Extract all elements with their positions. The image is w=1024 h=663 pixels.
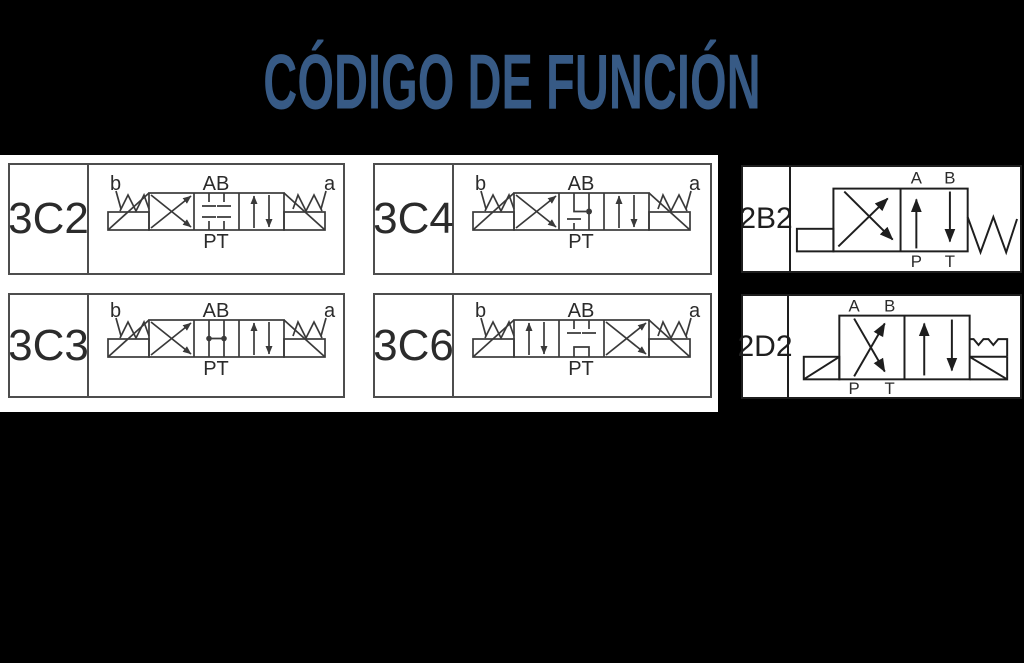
crossed-flow-arrows [150,194,192,229]
valve-symbol-3c2-diagram: b a AB PT [107,175,336,253]
port-p-label: P [849,379,860,396]
valve-card-3c6: 3C6 [373,293,712,398]
ports-top-label: AB [203,302,230,322]
left-solenoid-icon [802,355,841,381]
valve-code-label: 3C6 [373,295,454,396]
page-title: CÓDIGO DE FUNCIÓN [263,38,761,126]
parallel-flow-arrows [525,322,548,355]
solenoid-a-label: a [324,175,336,195]
valve-code-label: 3C4 [373,165,454,273]
right-solenoid-icon [648,190,692,231]
solenoid-a-label: a [324,302,336,322]
valve-symbol-2b2-diagram: A B P T [795,169,1018,270]
ports-bottom-label: PT [568,358,594,380]
center-position-pt-connected [567,320,596,357]
right-solenoid-icon [283,190,327,231]
ports-top-label: AB [568,302,595,322]
left-panel: 3C2 [0,155,718,412]
ports-top-label: AB [203,175,230,195]
port-t-label: T [885,379,895,396]
valve-code-label: 3C2 [8,165,89,273]
valve-body [513,319,650,358]
left-solenoid-icon [107,190,150,231]
solenoid-b-label: b [110,175,121,195]
left-solenoid-icon [472,190,515,231]
port-a-label: A [911,169,923,188]
ports-top-label: AB [568,175,595,195]
valve-body [838,314,971,381]
solenoid-b-label: b [475,302,486,322]
ports-bottom-label: PT [203,231,229,253]
left-solenoid-icon [472,317,515,358]
detent-icon [969,338,1009,358]
parallel-flow-arrows [910,191,956,249]
valve-card-2d2: 2D2 [737,294,1022,399]
parallel-flow-arrows [918,319,958,376]
left-solenoid-icon [795,227,835,253]
port-a-label: A [849,297,861,316]
parallel-flow-arrows [250,195,273,228]
valve-card-2b2: 2B2 A [739,165,1022,273]
valve-symbol-3c6-diagram: b a AB PT [472,302,701,380]
center-position-blocked-ports [202,193,231,230]
valve-body [832,187,969,253]
spring-icon [966,214,1018,256]
valve-card-3c4: 3C4 [373,163,712,275]
crossed-flow-arrows [853,318,886,377]
right-solenoid-icon [283,317,327,358]
valve-symbol-3c3-diagram: b a AB PT [107,302,336,380]
port-b-label: B [944,169,955,188]
valve-body [148,192,285,231]
ports-bottom-label: PT [568,231,594,253]
solenoid-a-label: a [689,175,701,195]
valve-code-label: 2D2 [737,296,793,397]
ports-bottom-label: PT [203,358,229,380]
port-t-label: T [945,252,955,270]
parallel-flow-arrows [250,322,273,355]
crossed-flow-arrows [150,321,192,356]
valve-symbol-3c4-diagram: b a AB PT [472,175,701,253]
valve-card-3c2: 3C2 [8,163,345,275]
parallel-flow-arrows [615,195,638,228]
center-position-open-center [206,320,227,357]
solenoid-b-label: b [475,175,486,195]
valve-symbol-2d2-diagram: A B P T [802,297,1009,396]
port-p-label: P [911,252,922,270]
solenoid-b-label: b [110,302,121,322]
valve-code-label: 3C3 [8,295,89,396]
right-solenoid-icon [969,355,1009,381]
center-position-abt-connected [567,193,592,230]
crossed-flow-arrows [515,194,557,229]
right-solenoid-icon [648,317,692,358]
valve-code-label: 2B2 [739,167,793,271]
valve-card-3c3: 3C3 [8,293,345,398]
crossed-flow-arrows [837,190,894,248]
crossed-flow-arrows [605,321,647,356]
solenoid-a-label: a [689,302,701,322]
left-solenoid-icon [107,317,150,358]
port-b-label: B [884,297,895,316]
